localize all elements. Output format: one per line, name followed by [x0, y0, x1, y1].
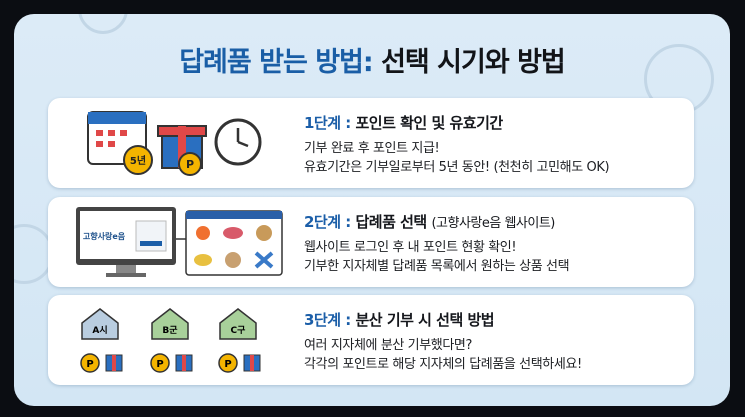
step-2-line-1: 웹사이트 로그인 후 내 포인트 현황 확인!: [304, 240, 517, 255]
step-3-line-1: 여러 지자체에 분산 기부했다면?: [304, 338, 472, 353]
calendar-gift-clock-icons: 5년 P: [87, 111, 262, 176]
step-1-line-2: 유효기간은 기부일로부터 5년 동안! (천천히 고민해도 OK): [304, 160, 610, 175]
svg-text:A시: A시: [92, 325, 107, 336]
step-1-line-1: 기부 완료 후 포인트 지급!: [304, 141, 440, 156]
svg-text:P: P: [224, 359, 231, 370]
step-2-heading: 2단계 : 답례품 선택 (고향사랑e음 웹사이트): [304, 213, 555, 231]
svg-text:고향사랑e음: 고향사랑e음: [83, 231, 126, 241]
point-coin-icon: [178, 152, 202, 176]
step-1-heading: 1단계 : 포인트 확인 및 유효기간: [304, 114, 503, 132]
split-donation-icons: A시 P B군 P C구 P: [80, 308, 261, 373]
ornament: [78, 14, 128, 34]
5-year-badge: [123, 145, 153, 175]
clock-icon: [214, 118, 262, 166]
title-highlight: 답례품 받는 방법:: [179, 47, 373, 78]
region-b-house-icon: B군 P: [150, 308, 193, 373]
title-rest: 선택 시기와 방법: [372, 47, 566, 78]
region-a-house-icon: A시 P: [80, 308, 123, 373]
svg-text:B군: B군: [162, 325, 178, 336]
website-icons: 고향사랑e음: [76, 207, 283, 277]
step-3-card: A시 P B군 P C구 P 3단계 : 분산 기부 시 선택 방법 여러 지자…: [48, 295, 694, 385]
svg-text:C구: C구: [231, 325, 246, 336]
svg-text:5년: 5년: [130, 154, 146, 167]
svg-text:P: P: [86, 359, 93, 370]
monitor-icon: 고향사랑e음: [76, 207, 176, 277]
step-2-line-2: 기부한 지자체별 답례품 목록에서 원하는 상품 선택: [304, 259, 570, 274]
svg-text:P: P: [156, 359, 163, 370]
infographic-panel: 답례품 받는 방법: 선택 시기와 방법 5년 P 1단계 : 포인트 확인 및…: [14, 14, 730, 406]
svg-text:P: P: [186, 158, 194, 171]
region-c-house-icon: C구 P: [218, 308, 261, 373]
page-title: 답례품 받는 방법: 선택 시기와 방법: [14, 40, 730, 79]
step-1-card: 5년 P 1단계 : 포인트 확인 및 유효기간 기부 완료 후 포인트 지급!…: [48, 98, 694, 188]
step-3-line-2: 각각의 포인트로 해당 지자체의 답례품을 선택하세요!: [304, 357, 582, 372]
gift-catalog-window-icon: [185, 210, 283, 276]
step-2-card: 고향사랑e음 2단계 : 답례품 선택 (고향사랑e음 웹사이트) 웹사이트 로…: [48, 197, 694, 287]
step-3-heading: 3단계 : 분산 기부 시 선택 방법: [304, 311, 495, 329]
